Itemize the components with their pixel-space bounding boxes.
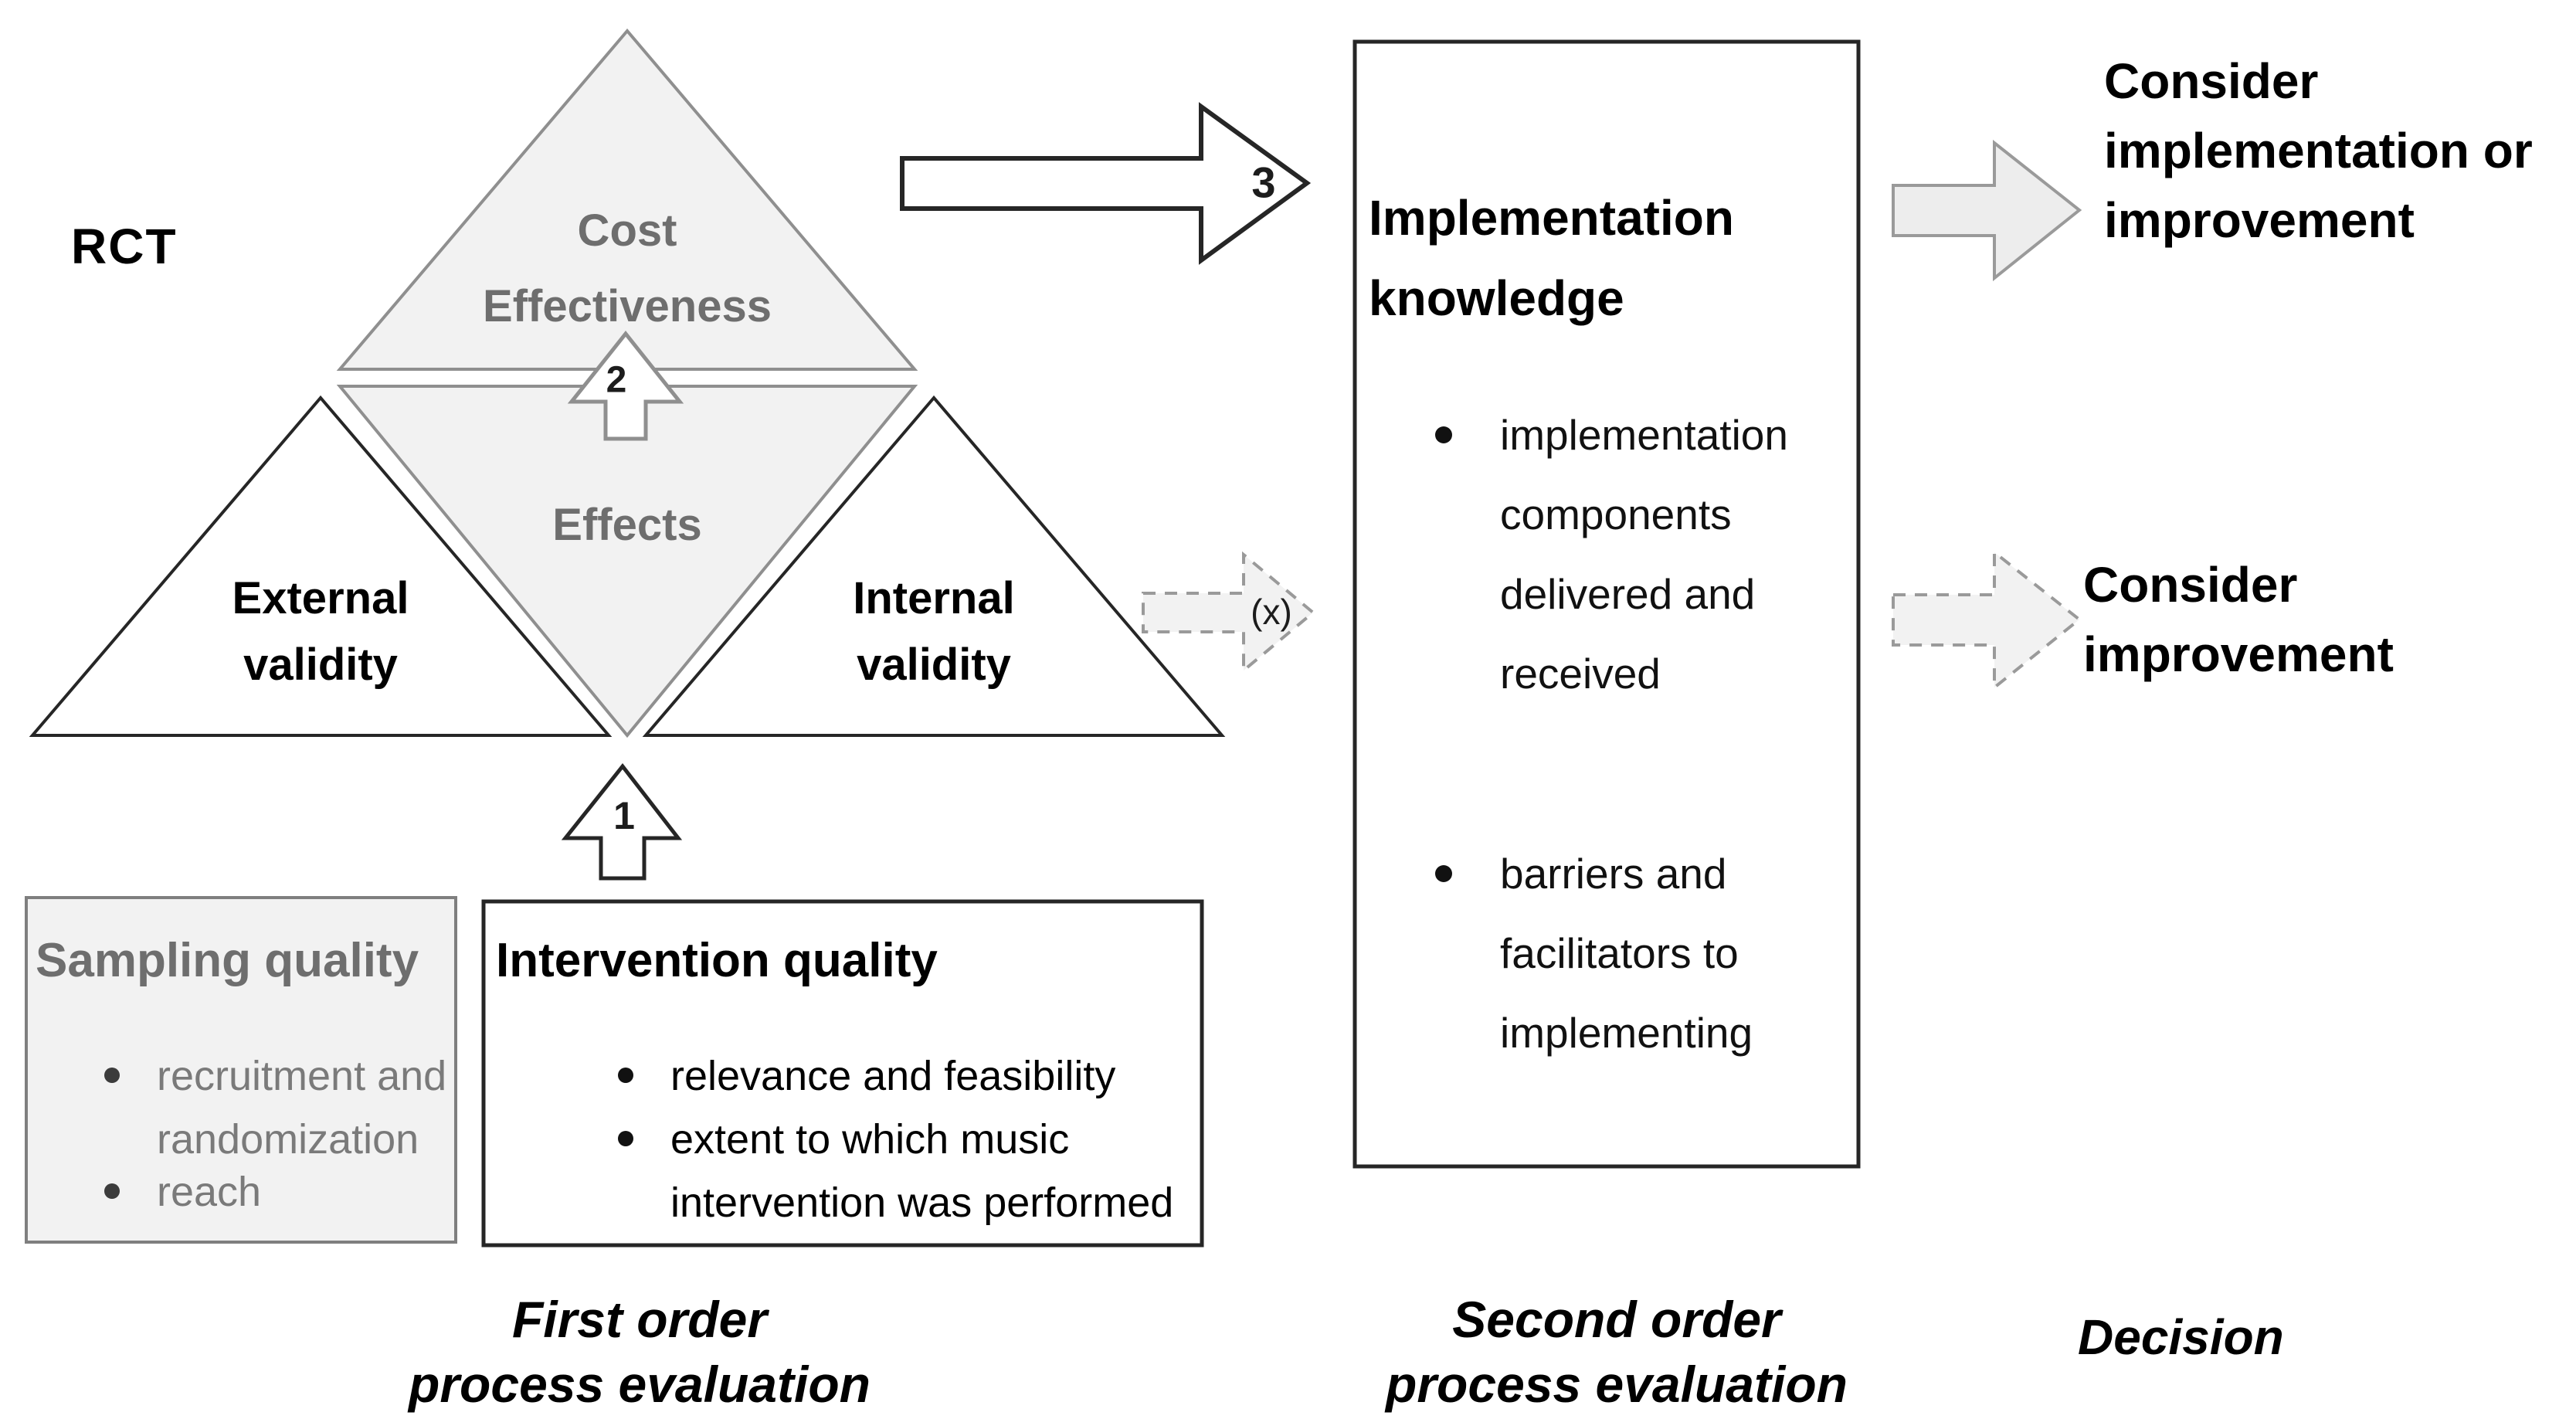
- arrow-right-x-dashed: [1142, 551, 1316, 674]
- consider-implementation-label: Consider implementation or improvement: [2104, 53, 2533, 248]
- implementation-bullet-1: implementation components delivered and …: [1435, 395, 1788, 714]
- first-order-label: First order process evaluation: [409, 1291, 871, 1413]
- arrow-1-number: 1: [613, 794, 635, 837]
- arrow-up-2: [567, 330, 684, 441]
- arrow-right-improvement-dashed: [1892, 548, 2082, 691]
- intervention-bullet-2: extent to which music intervention was p…: [618, 1108, 1173, 1234]
- arrow-right-3: [900, 102, 1312, 265]
- internal-validity-triangle: [642, 395, 1226, 737]
- bullet-dot: [618, 1068, 633, 1083]
- implementation-knowledge-box: [1352, 39, 1861, 1169]
- arrow-3-number: 3: [1251, 158, 1276, 207]
- sampling-quality-title: Sampling quality: [36, 934, 419, 987]
- arrow-x-label: (x): [1251, 592, 1292, 632]
- sampling-quality-box: [25, 896, 457, 1244]
- bullet-dot: [1435, 426, 1452, 443]
- implementation-knowledge-title: Implementation knowledge: [1369, 190, 1734, 326]
- external-validity-triangle: [29, 395, 613, 737]
- external-validity-label: External validity: [232, 573, 409, 690]
- arrow-2-number: 2: [606, 359, 627, 401]
- arrow-right-implementation: [1892, 139, 2082, 282]
- intervention-quality-title: Intervention quality: [496, 934, 938, 987]
- consider-improvement-label: Consider improvement: [2083, 557, 2394, 682]
- intervention-quality-box: [481, 899, 1204, 1248]
- bullet-dot: [104, 1183, 120, 1199]
- bullet-dot: [104, 1068, 120, 1083]
- second-order-label: Second order process evaluation: [1386, 1291, 1848, 1413]
- internal-validity-label: Internal validity: [853, 573, 1015, 690]
- intervention-bullet-1: relevance and feasibility: [618, 1044, 1115, 1108]
- effects-label: Effects: [552, 500, 702, 550]
- arrow-up-1: [561, 762, 683, 881]
- bullet-dot: [1435, 865, 1452, 882]
- bullet-dot: [618, 1131, 633, 1146]
- implementation-bullet-2: barriers and facilitators to implementin…: [1435, 834, 1753, 1073]
- sampling-bullet-1: recruitment and randomization: [104, 1044, 446, 1171]
- rct-label: RCT: [71, 219, 178, 274]
- decision-label: Decision: [2078, 1309, 2284, 1365]
- cost-effectiveness-label: Cost Effectiveness: [483, 205, 772, 331]
- sampling-bullet-2: reach: [104, 1160, 261, 1224]
